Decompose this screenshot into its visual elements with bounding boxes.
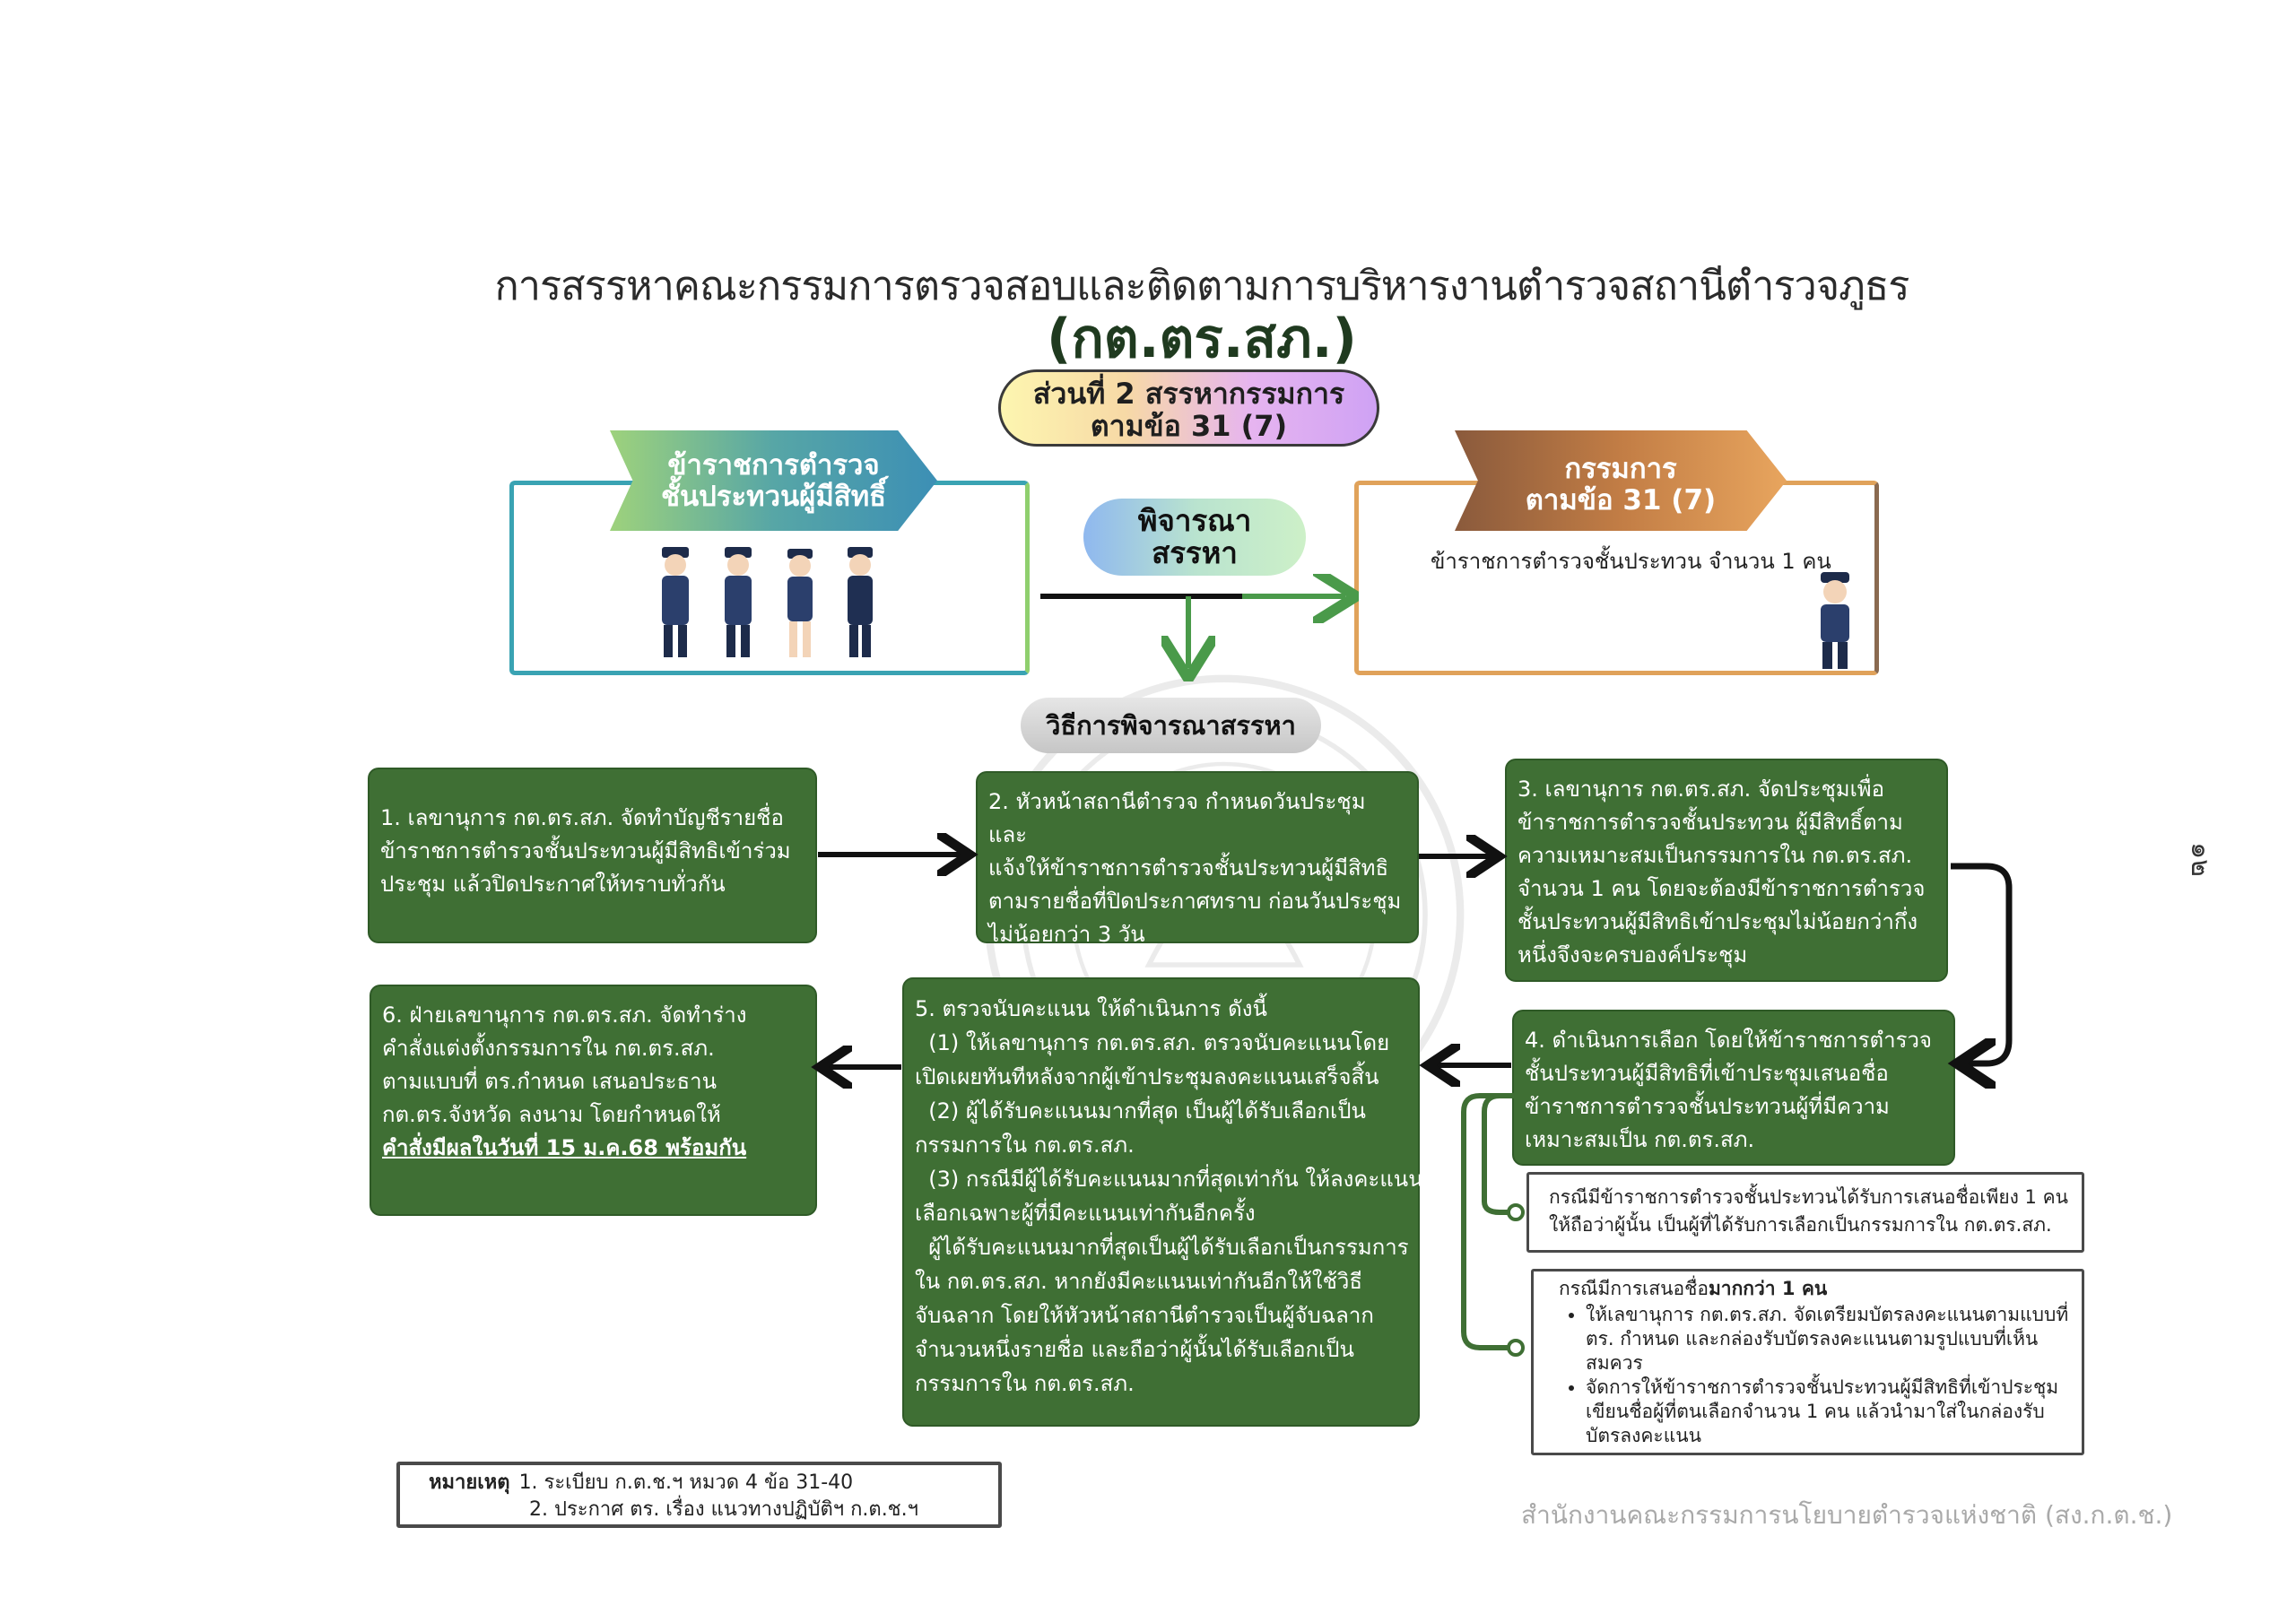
left-banner-line-2: ชั้นประทวนผู้มีสิทธิ์ (660, 481, 887, 513)
case-2-list: ให้เลขานุการ กต.ตร.สภ. จัดเตรียมบัตรลงคะ… (1559, 1303, 2073, 1448)
step-1-line: ประชุม แล้วปิดประกาศให้ทราบทั่วกัน (380, 872, 726, 897)
police-officer-4-icon (848, 547, 873, 657)
step-5-line: จำนวนหนึ่งรายชื่อ และถือว่าผู้นั้นได้รับ… (915, 1337, 1354, 1362)
step-5-line: เปิดเผยทันทีหลังจากผู้เข้าประชุมลงคะแนนเ… (915, 1064, 1379, 1089)
step-4-line: เหมาะสมเป็น กต.ตร.สภ. (1525, 1127, 1755, 1152)
part-pill: ส่วนที่ 2 สรรหากรรมการ ตามข้อ 31 (7) (998, 369, 1379, 447)
step-5-line: (2) ผู้ได้รับคะแนนมากที่สุด เป็นผู้ได้รั… (915, 1098, 1366, 1124)
step-3-line: 3. เลขานุการ กต.ตร.สภ. จัดประชุมเพื่อ (1518, 777, 1885, 802)
step-5-line: ผู้ได้รับคะแนนมากที่สุดเป็นผู้ได้รับเลือ… (915, 1235, 1409, 1260)
step-4-box: 4. ดำเนินการเลือก โดยให้ข้าราชการตำรวจ ช… (1514, 1011, 1953, 1164)
case-2-bullet: จัดการให้ข้าราชการตำรวจชั้นประทวนผู้มีสิ… (1586, 1376, 2073, 1448)
step-3-box: 3. เลขานุการ กต.ตร.สภ. จัดประชุมเพื่อ ข้… (1507, 760, 1946, 980)
case-1-line-1: กรณีมีข้าราชการตำรวจชั้นประทวนได้รับการเ… (1549, 1186, 2068, 1208)
step-5-line: เลือกเฉพาะผู้ที่มีคะแนนเท่ากันอีกครั้ง (915, 1201, 1256, 1226)
step-3-line: ข้าราชการตำรวจชั้นประทวน ผู้มีสิทธิ์ตาม (1518, 810, 1903, 835)
step-2-line: ไม่น้อยกว่า 3 วัน (988, 922, 1145, 947)
step-4-line: ข้าราชการตำรวจชั้นประทวนผู้ที่มีความ (1525, 1094, 1890, 1119)
left-banner: ข้าราชการตำรวจ ชั้นประทวนผู้มีสิทธิ์ (610, 430, 937, 531)
note-box: หมายเหตุ 1. ระเบียบ ก.ต.ช.ฯ หมวด 4 ข้อ 31… (396, 1462, 1002, 1528)
step-2-box: 2. หัวหน้าสถานีตำรวจ กำหนดวันประชุม และ … (978, 773, 1417, 947)
note-line-1: หมายเหตุ 1. ระเบียบ ก.ต.ช.ฯ หมวด 4 ข้อ 31… (429, 1470, 998, 1497)
connector-step4-to-case1 (1482, 1093, 1514, 1215)
right-banner-line-2: ตามข้อ 31 (7) (1525, 484, 1717, 516)
consider-pill: พิจารณา สรรหา (1083, 499, 1306, 576)
police-officer-3-icon (787, 549, 813, 657)
consider-line-2: สรรหา (1152, 535, 1238, 570)
top-connector-arrows (1040, 574, 1359, 681)
case-single-nominee-box: กรณีมีข้าราชการตำรวจชั้นประทวนได้รับการเ… (1526, 1172, 2084, 1253)
step-5-line: กรรมการใน กต.ตร.สภ. (915, 1371, 1135, 1396)
connector-dot (1507, 1339, 1525, 1357)
part-pill-line-2: ตามข้อ 31 (7) (1090, 409, 1288, 443)
step-1-box: 1. เลขานุการ กต.ตร.สภ. จัดทำบัญชีรายชื่อ… (370, 769, 815, 942)
right-banner-line-1: กรรมการ (1564, 453, 1677, 485)
step-5-line: จับฉลาก โดยให้หัวหน้าสถานีตำรวจเป็นผู้จั… (915, 1303, 1374, 1328)
step-6-box: 6. ฝ่ายเลขานุการ กต.ตร.สภ. จัดทำร่าง คำส… (371, 986, 815, 1214)
case-multiple-nominees-box: กรณีมีการเสนอชื่อมากกว่า 1 คน ให้เลขานุก… (1531, 1269, 2084, 1455)
method-pill: วิธีการพิจารณาสรรหา (1021, 698, 1321, 753)
page-number: ๑๒ (2184, 842, 2216, 877)
note-item: 1. ระเบียบ ก.ต.ช.ฯ หมวด 4 ข้อ 31-40 (518, 1471, 854, 1494)
step-6-line: คำสั่งแต่งตั้งกรรมการใน กต.ตร.สภ. (382, 1036, 715, 1061)
step-3-line: ความเหมาะสมเป็นกรรมการใน กต.ตร.สภ. (1518, 843, 1913, 868)
title-line-2: (กต.ตร.สภ.) (1047, 308, 1357, 370)
step-6-line: กต.ตร.จังหวัด ลงนาม โดยกำหนดให้ (382, 1102, 721, 1127)
police-officer-icon (1821, 572, 1849, 669)
note-label: หมายเหตุ (429, 1471, 510, 1494)
footer-agency: สำนักงานคณะกรรมการนโยบายตำรวจแห่งชาติ (ส… (1521, 1500, 2173, 1530)
step-6-emphasis: คำสั่งมีผลในวันที่ 15 ม.ค.68 พร้อมกัน (382, 1135, 747, 1160)
right-committee-text: ข้าราชการตำรวจชั้นประทวน จำนวน 1 คน (1431, 549, 1831, 574)
step-3-line: ชั้นประทวนผู้มีสิทธิเข้าประชุมไม่น้อยกว่… (1518, 909, 1918, 934)
step-2-line: ตามรายชื่อที่ปิดประกาศทราบ ก่อนวันประชุม (988, 889, 1402, 914)
step-1-line: ข้าราชการตำรวจชั้นประทวนผู้มีสิทธิเข้าร่… (380, 838, 791, 864)
step-4-line: 4. ดำเนินการเลือก โดยให้ข้าราชการตำรวจ (1525, 1028, 1932, 1053)
case-2-lead: กรณีมีการเสนอชื่อมากกว่า 1 คน (1559, 1277, 2073, 1301)
left-banner-line-1: ข้าราชการตำรวจ (667, 449, 880, 482)
arrow-step3-to-step4 (1951, 863, 2013, 1063)
police-officers-illustration (662, 547, 873, 657)
step-5-line: ใน กต.ตร.สภ. หากยังมีคะแนนเท่ากันอีกให้ใ… (915, 1269, 1363, 1294)
step-3-line: จำนวน 1 คน โดยจะต้องมีข้าราชการตำรวจ (1518, 876, 1926, 901)
consider-line-1: พิจารณา (1137, 503, 1252, 538)
case-2-lead-bold: มากกว่า 1 คน (1708, 1278, 1828, 1299)
step-1-line: 1. เลขานุการ กต.ตร.สภ. จัดทำบัญชีรายชื่อ (380, 805, 784, 830)
connector-dot (1507, 1203, 1525, 1221)
step-6-line: ตามแบบที่ ตร.กำหนด เสนอประธาน (382, 1069, 718, 1094)
right-banner: กรรมการ ตามข้อ 31 (7) (1455, 430, 1787, 531)
step-2-line: 2. หัวหน้าสถานีตำรวจ กำหนดวันประชุม และ (988, 789, 1366, 847)
case-1-line-2: ให้ถือว่าผู้นั้น เป็นผู้ที่ได้รับการเลือ… (1549, 1214, 2052, 1236)
case-2-lead-text: กรณีมีการเสนอชื่อ (1559, 1278, 1709, 1299)
step-5-line: กรรมการใน กต.ตร.สภ. (915, 1133, 1135, 1158)
part-pill-line-1: ส่วนที่ 2 สรรหากรรมการ (1032, 377, 1345, 411)
step-3-line: หนึ่งจึงจะครบองค์ประชุม (1518, 942, 1748, 968)
police-officer-2-icon (725, 547, 752, 657)
title-line-1: การสรรหาคณะกรรมการตรวจสอบและติดตามการบริ… (494, 262, 1910, 309)
case-2-bullet: ให้เลขานุการ กต.ตร.สภ. จัดเตรียมบัตรลงคะ… (1586, 1303, 2073, 1376)
step-2-line: แจ้งให้ข้าราชการตำรวจชั้นประทวนผู้มีสิทธ… (988, 855, 1389, 881)
note-item: 2. ประกาศ ตร. เรื่อง แนวทางปฏิบัติฯ ก.ต.… (529, 1498, 918, 1521)
note-line-2: 2. ประกาศ ตร. เรื่อง แนวทางปฏิบัติฯ ก.ต.… (429, 1497, 998, 1523)
step-5-box: 5. ตรวจนับคะแนน ให้ดำเนินการ ดังนี้ (1) … (904, 979, 1423, 1425)
step-5-line: (3) กรณีมีผู้ได้รับคะแนนมากที่สุดเท่ากัน… (915, 1167, 1423, 1192)
step-6-line: 6. ฝ่ายเลขานุการ กต.ตร.สภ. จัดทำร่าง (382, 1002, 747, 1028)
police-officer-1-icon (662, 547, 689, 657)
step-4-line: ชั้นประทวนผู้มีสิทธิที่เข้าประชุมเสนอชื่… (1525, 1061, 1889, 1086)
step-5-line: (1) ให้เลขานุการ กต.ตร.สภ. ตรวจนับคะแนนโ… (915, 1030, 1390, 1055)
step-5-line: 5. ตรวจนับคะแนน ให้ดำเนินการ ดังนี้ (915, 996, 1267, 1021)
